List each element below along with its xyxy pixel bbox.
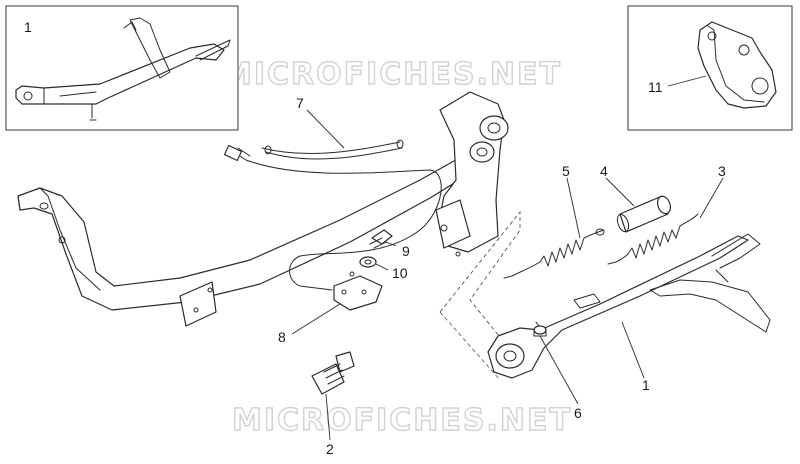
- spring-part-3: [607, 213, 699, 265]
- washer-part-10: [359, 256, 377, 268]
- callout-5: 5: [562, 163, 570, 179]
- callout-9: 9: [402, 243, 410, 259]
- side-stand-part-1: [487, 233, 771, 379]
- inset-side-stand-drawing: [15, 17, 231, 121]
- assembly-dashed-outline: [439, 210, 521, 381]
- callout-8: 8: [278, 329, 286, 345]
- inset-box-right: [627, 5, 793, 131]
- sleeve-part-4: [616, 195, 672, 233]
- bracket-part-11: [697, 21, 777, 109]
- callout-4: 4: [600, 163, 608, 179]
- watermark-bottom: MICROFICHES.NET: [232, 403, 572, 438]
- frame-tube: [17, 151, 483, 327]
- callout-2: 2: [326, 441, 334, 457]
- leader-lines: [291, 75, 724, 441]
- callout-11: 11: [648, 79, 663, 95]
- callout-1-inset: 1: [24, 19, 32, 35]
- watermark-top: MICROFICHES.NET: [222, 57, 562, 92]
- pivot-bolt-part-2: [311, 351, 355, 395]
- cable-harness-part-7: [223, 139, 442, 291]
- callout-7: 7: [296, 95, 304, 111]
- inset-box-left: [5, 5, 239, 131]
- spring-part-5: [503, 228, 605, 279]
- frame-mounting-bracket: [435, 91, 509, 257]
- callout-10: 10: [392, 265, 408, 281]
- bolt-part-9: [369, 229, 393, 249]
- callout-3: 3: [718, 163, 726, 179]
- switch-part-8: [333, 271, 383, 311]
- callout-6: 6: [574, 405, 582, 421]
- callout-1: 1: [642, 377, 650, 393]
